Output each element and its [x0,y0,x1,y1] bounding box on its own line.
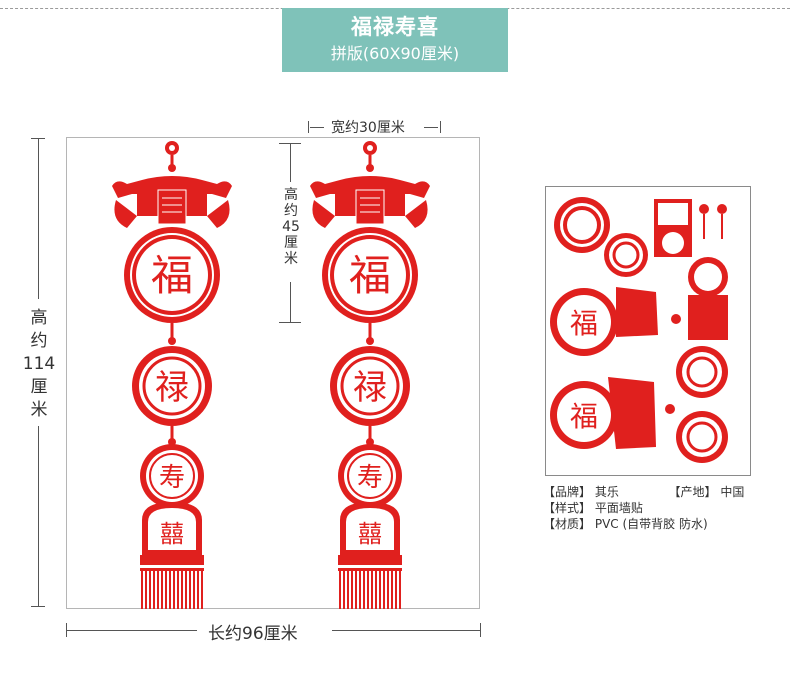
item-height-label: 高 约 45 厘 米 [279,187,303,267]
total-height-tick-top [31,138,45,139]
item-height-char: 约 [284,203,298,219]
item-height-char: 高 [284,187,298,203]
total-height-line-bottom [38,426,39,606]
material-key: 【材质】 [543,517,592,531]
info-row-brand-origin: 【品牌】 其乐 【产地】 中国 [543,484,744,500]
item-height-char: 米 [284,251,298,267]
width-line-right [424,127,438,128]
length-line-left [67,630,197,631]
width-label: 宽约30厘米 [331,120,405,136]
item-height-line-top [290,144,291,182]
length-line-right [332,630,480,631]
width-tick-left [308,121,309,133]
item-height-char: 45 [282,219,300,235]
svg-text:福: 福 [570,400,598,433]
total-height-char: 约 [30,331,48,351]
item-height-char: 厘 [284,235,298,251]
ornament-right [308,139,432,611]
product-title: 福禄寿喜 [351,15,439,39]
origin-key: 【产地】 [668,485,717,499]
total-height-label: 高 约 114 厘 米 [20,307,58,422]
brand-key: 【品牌】 [543,485,592,499]
svg-text:福: 福 [570,307,598,340]
brand-value: 其乐 [594,485,619,499]
thumbnail-canvas: 福 福 [550,197,728,463]
total-height-char: 米 [30,400,48,420]
style-value: 平面墙贴 [594,501,643,515]
item-height-line-bottom [290,282,291,322]
product-subtitle: 拼版(60X90厘米) [330,44,460,63]
ornament-left [110,139,234,611]
total-height-line-top [38,139,39,299]
total-height-char: 114 [22,354,56,374]
length-label: 长约96厘米 [208,624,298,644]
total-height-char: 高 [30,308,48,328]
info-row-style: 【样式】 平面墙贴 [543,500,643,516]
layout-frame [66,137,480,609]
origin-value: 中国 [720,485,745,499]
total-height-tick-bottom [31,606,45,607]
item-height-tick-top [279,143,301,144]
total-height-char: 厘 [30,377,48,397]
style-key: 【样式】 [543,501,592,515]
length-tick-right [480,623,481,637]
material-value: PVC (自带背胶 防水) [594,517,708,531]
info-row-material: 【材质】 PVC (自带背胶 防水) [543,516,708,532]
width-line-left [310,127,324,128]
item-height-tick-bottom [279,322,301,323]
length-tick-left [66,623,67,637]
width-tick-right [440,121,441,133]
layout-thumbnail: 福 福 [545,186,751,476]
title-banner: 福禄寿喜 拼版(60X90厘米) [282,8,508,72]
